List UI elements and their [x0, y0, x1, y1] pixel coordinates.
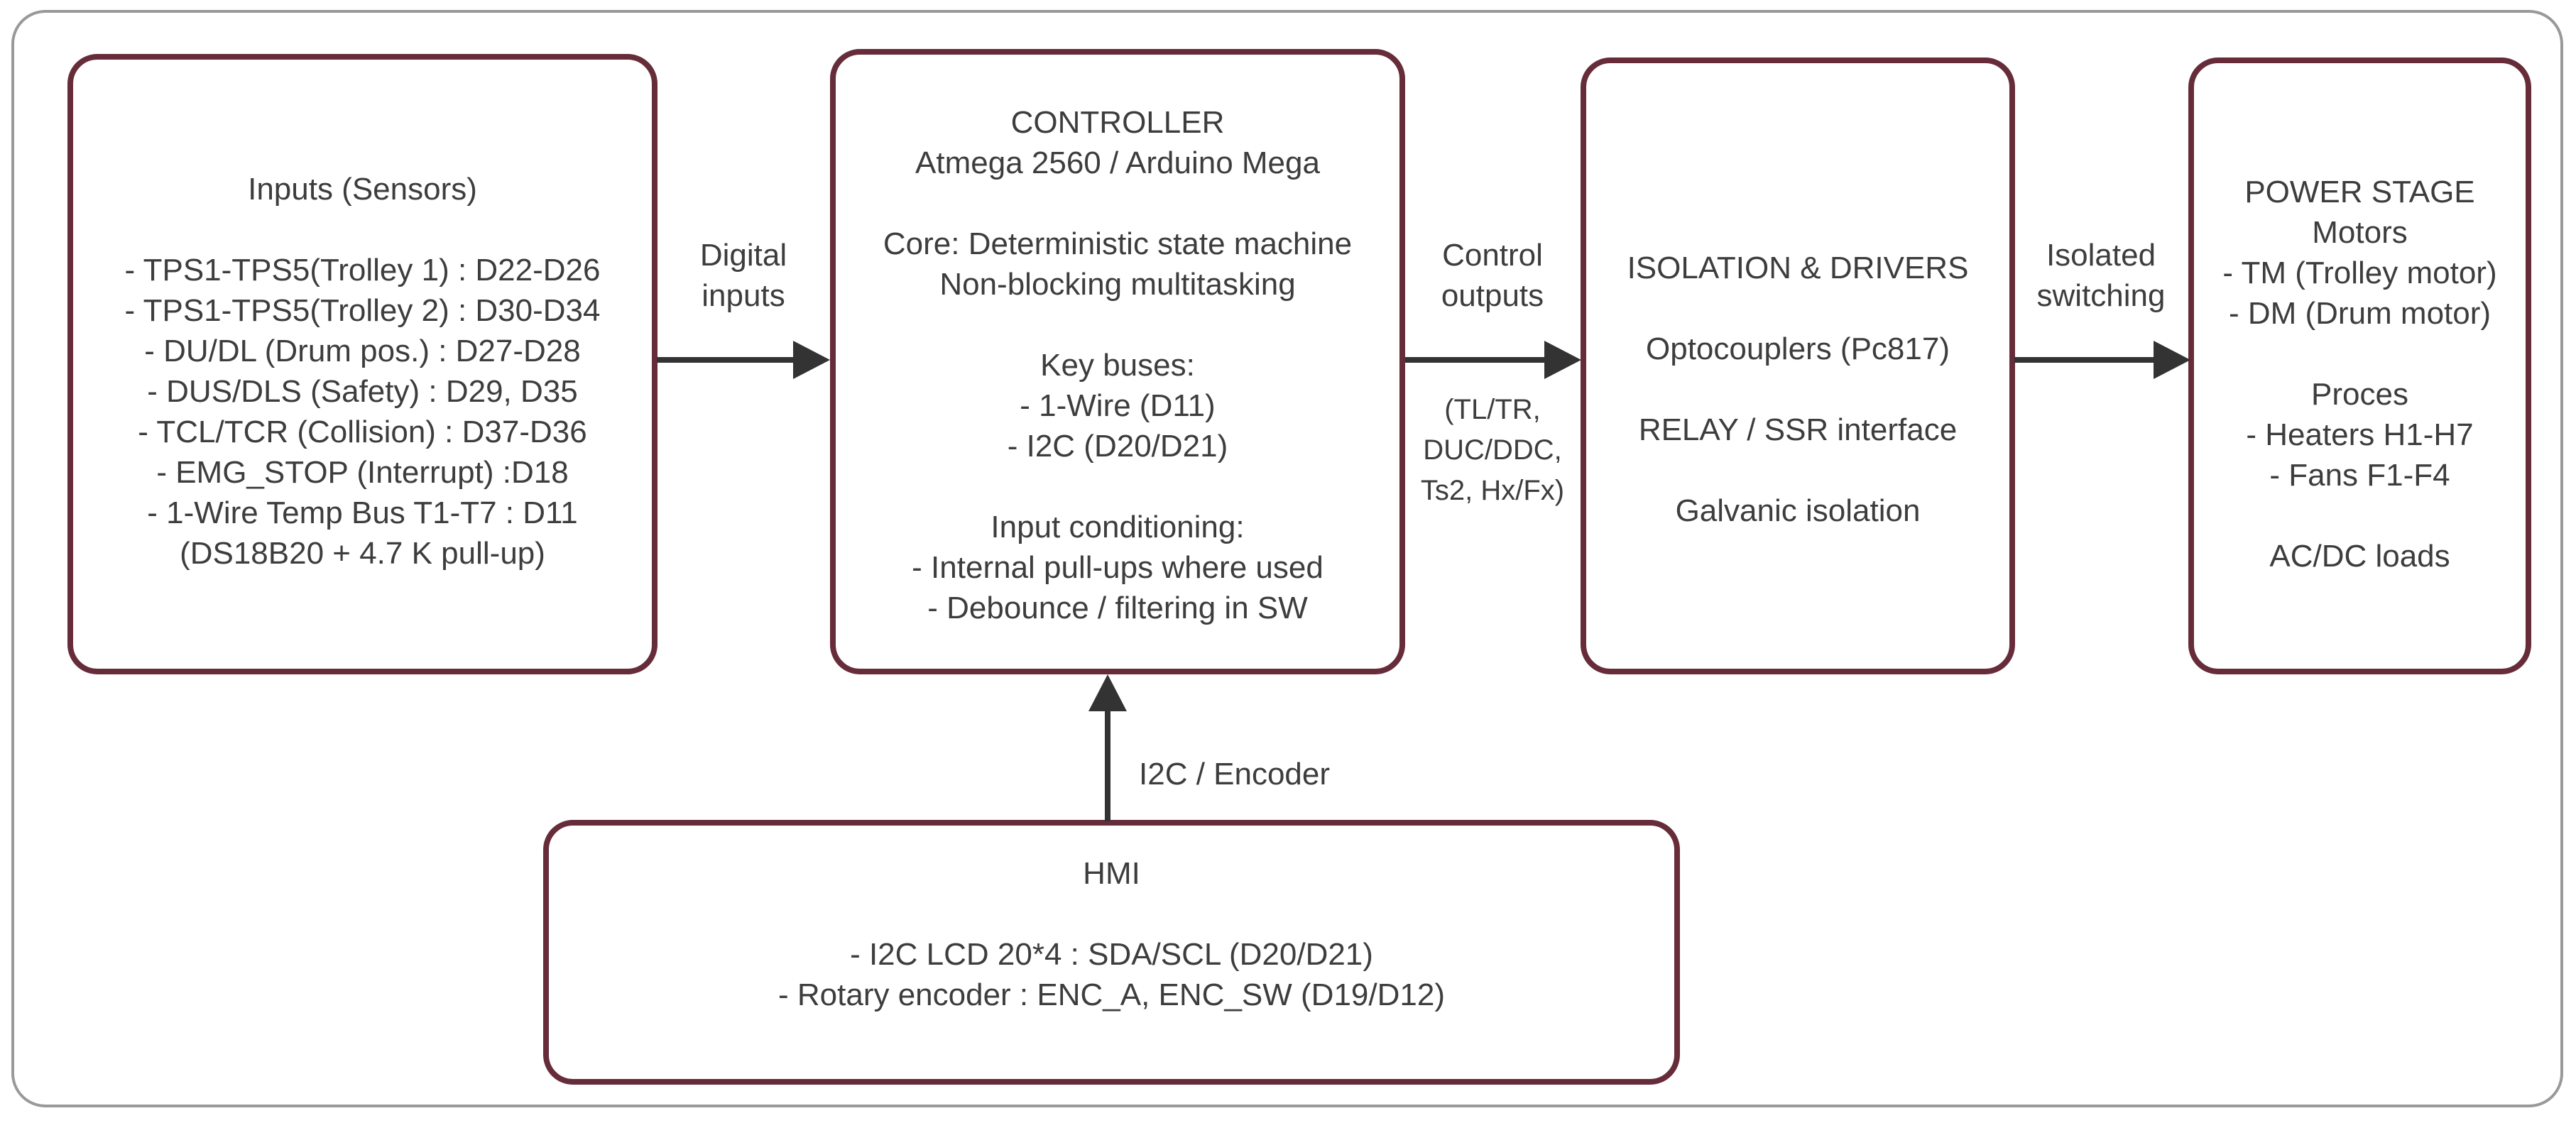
control-outputs-arrow-line [1405, 357, 1544, 363]
control-outputs-label: Control outputs [1441, 238, 1544, 313]
hmi-title: HMI [1083, 856, 1140, 891]
i2c-encoder-label: I2C / Encoder [1139, 757, 1331, 791]
controller-details: Core: Deterministic state machine Non-bl… [883, 226, 1353, 625]
arrowhead-right-icon [793, 341, 830, 379]
hmi-details: - I2C LCD 20*4 : SDA/SCL (D20/D21) - Rot… [778, 937, 1445, 1012]
outer-frame [11, 10, 2563, 1107]
arrowhead-up-icon [1088, 674, 1127, 711]
controller-box: CONTROLLER Atmega 2560 / Arduino Mega Co… [830, 49, 1405, 674]
power-stage-box: POWER STAGE Motors - TM (Trolley motor) … [2188, 57, 2531, 674]
isolation-drivers-details: Optocouplers (Pc817) RELAY / SSR interfa… [1638, 332, 1958, 528]
isolation-drivers-title: ISOLATION & DRIVERS [1627, 251, 1969, 285]
controller-subtitle: Atmega 2560 / Arduino Mega [915, 146, 1320, 180]
arrowhead-right-icon [2154, 341, 2190, 379]
controller-title: CONTROLLER [1010, 105, 1225, 140]
digital-inputs-label: Digital inputs [699, 238, 787, 313]
arrowhead-right-icon [1544, 341, 1581, 379]
inputs-sensors-title: Inputs (Sensors) [248, 172, 477, 207]
power-stage-title: POWER STAGE [2244, 175, 2475, 209]
digital-inputs-arrow-line [657, 357, 796, 363]
isolation-drivers-box: ISOLATION & DRIVERS Optocouplers (Pc817)… [1581, 57, 2015, 674]
isolated-switching-arrow-line [2014, 357, 2154, 363]
inputs-sensors-list: - TPS1-TPS5(Trolley 1) : D22-D26 - TPS1-… [124, 253, 601, 571]
isolated-switching-label: Isolated switching [2036, 238, 2166, 313]
control-outputs-signals-label: (TL/TR, DUC/DDC, Ts2, Hx/Fx) [1420, 394, 1565, 506]
i2c-encoder-arrow-line [1105, 708, 1110, 821]
inputs-sensors-box: Inputs (Sensors) - TPS1-TPS5(Trolley 1) … [67, 54, 657, 674]
hmi-box: HMI - I2C LCD 20*4 : SDA/SCL (D20/D21) -… [543, 820, 1680, 1085]
power-stage-details: Motors - TM (Trolley motor) - DM (Drum m… [2222, 215, 2497, 574]
